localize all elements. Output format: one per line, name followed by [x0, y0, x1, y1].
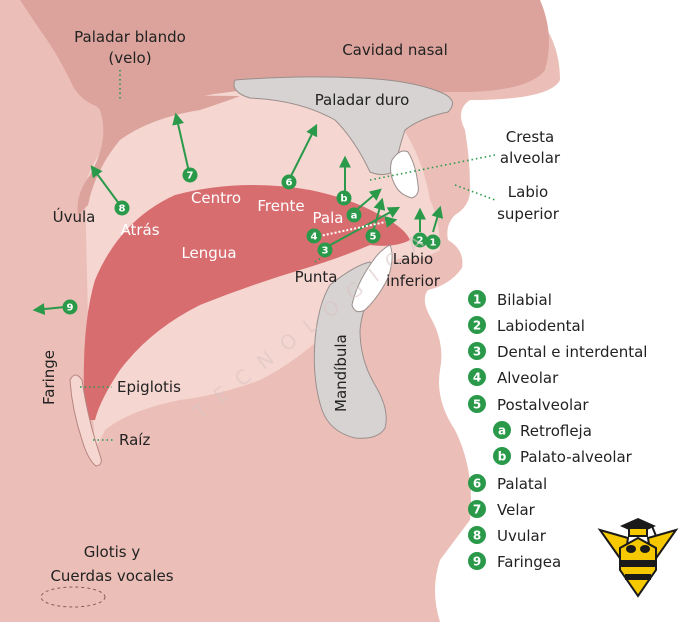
svg-text:Faringea: Faringea: [497, 553, 561, 571]
anatomy-labels: Paladar blando (velo) Cavidad nasal Pala…: [40, 28, 561, 585]
label-glottis-1: Glotis y: [84, 543, 141, 561]
label-tip: Punta: [295, 268, 338, 286]
label-back: Atrás: [120, 221, 159, 239]
label-lower-lip-1: Labio: [393, 250, 433, 268]
label-uvula: Úvula: [53, 207, 96, 226]
bee-logo: [597, 518, 679, 598]
label-center: Centro: [191, 189, 241, 207]
svg-text:9: 9: [473, 555, 481, 569]
svg-text:7: 7: [187, 171, 194, 182]
svg-text:a: a: [351, 211, 358, 222]
marker-9: 9: [62, 299, 78, 315]
hard-palate-bone: [233, 76, 453, 176]
legend-item: 9 Faringea: [468, 552, 561, 571]
legend-item: a Retrofleja: [493, 421, 592, 440]
label-nasal-cavity: Cavidad nasal: [342, 41, 448, 59]
nasal-cavity-region: [20, 0, 549, 113]
velum: [55, 30, 240, 215]
legend-item: 1 Bilabial: [468, 290, 552, 309]
svg-text:Palato-alveolar: Palato-alveolar: [520, 448, 633, 466]
legend-item: b Palato-alveolar: [493, 447, 633, 466]
label-pharynx: Faringe: [40, 350, 58, 405]
label-glottis-2: Cuerdas vocales: [50, 567, 173, 585]
svg-text:b: b: [498, 450, 507, 464]
marker-6: 6: [281, 174, 297, 190]
marker-b: b: [336, 190, 352, 206]
marker-8: 8: [114, 200, 130, 216]
label-root: Raíz: [119, 431, 150, 449]
lower-incisor: [351, 244, 393, 313]
svg-text:5: 5: [473, 398, 481, 412]
svg-text:4: 4: [473, 371, 481, 385]
legend-item: 2 Labiodental: [468, 316, 585, 335]
svg-text:2: 2: [417, 236, 424, 247]
svg-text:9: 9: [67, 303, 74, 314]
svg-text:Retrofleja: Retrofleja: [520, 422, 592, 440]
label-front: Frente: [257, 197, 304, 215]
label-lower-lip-2: inferior: [386, 272, 441, 290]
svg-text:Palatal: Palatal: [497, 475, 547, 493]
marker-4: 4: [306, 228, 322, 244]
legend-item: 4 Alveolar: [468, 368, 559, 387]
legend-item: 8 Uvular: [468, 526, 547, 545]
label-upper-lip-2: superior: [497, 205, 560, 223]
upper-incisor: [390, 150, 419, 199]
svg-text:5: 5: [370, 232, 377, 243]
svg-text:Dental e interdental: Dental e interdental: [497, 343, 647, 361]
svg-text:Postalveolar: Postalveolar: [497, 396, 589, 414]
marker-5: 5: [365, 228, 381, 244]
label-blade: Pala: [313, 209, 344, 227]
legend-item: 6 Palatal: [468, 474, 547, 493]
legend-item: 7 Velar: [468, 500, 536, 519]
legend-item: 3 Dental e interdental: [468, 342, 647, 361]
marker-2: 2: [412, 232, 428, 248]
svg-text:8: 8: [473, 529, 481, 543]
svg-text:Labiodental: Labiodental: [497, 317, 585, 335]
svg-text:1: 1: [430, 238, 437, 249]
marker-1: 1: [425, 234, 441, 250]
svg-text:6: 6: [473, 477, 481, 491]
glottis-opening: [40, 586, 106, 608]
diagram-markers: 1 2 3 4 5 a b 6 7 8 9: [62, 167, 441, 315]
svg-text:4: 4: [311, 232, 318, 243]
label-jaw: Mandíbula: [332, 334, 350, 412]
svg-text:Uvular: Uvular: [497, 527, 547, 545]
label-alveolar-ridge-2: alveolar: [500, 149, 561, 167]
marker-7: 7: [182, 167, 198, 183]
svg-text:6: 6: [286, 178, 293, 189]
svg-text:Velar: Velar: [497, 501, 536, 519]
epiglottis: [69, 374, 102, 467]
svg-text:2: 2: [473, 319, 481, 333]
marker-a: a: [346, 207, 362, 223]
svg-text:8: 8: [119, 204, 126, 215]
label-velum-2: (velo): [108, 49, 151, 67]
label-alveolar-ridge-1: Cresta: [506, 128, 554, 146]
svg-text:a: a: [498, 424, 506, 438]
label-epiglottis: Epiglotis: [117, 378, 181, 396]
svg-text:Bilabial: Bilabial: [497, 291, 552, 309]
label-hard-palate: Paladar duro: [315, 91, 410, 109]
marker-3: 3: [317, 242, 333, 258]
svg-text:7: 7: [473, 503, 481, 517]
legend: 1 Bilabial 2 Labiodental 3 Dental e interde…: [468, 290, 647, 571]
label-tongue: Lengua: [181, 244, 236, 262]
svg-text:3: 3: [322, 246, 329, 257]
legend-item: 5 Postalveolar: [468, 395, 589, 414]
articulation-arrows: [32, 112, 444, 316]
svg-text:3: 3: [473, 345, 481, 359]
label-upper-lip-1: Labio: [508, 183, 548, 201]
label-velum-1: Paladar blando: [74, 28, 186, 46]
svg-text:Alveolar: Alveolar: [497, 369, 559, 387]
svg-text:1: 1: [473, 293, 481, 307]
svg-text:b: b: [340, 194, 347, 205]
